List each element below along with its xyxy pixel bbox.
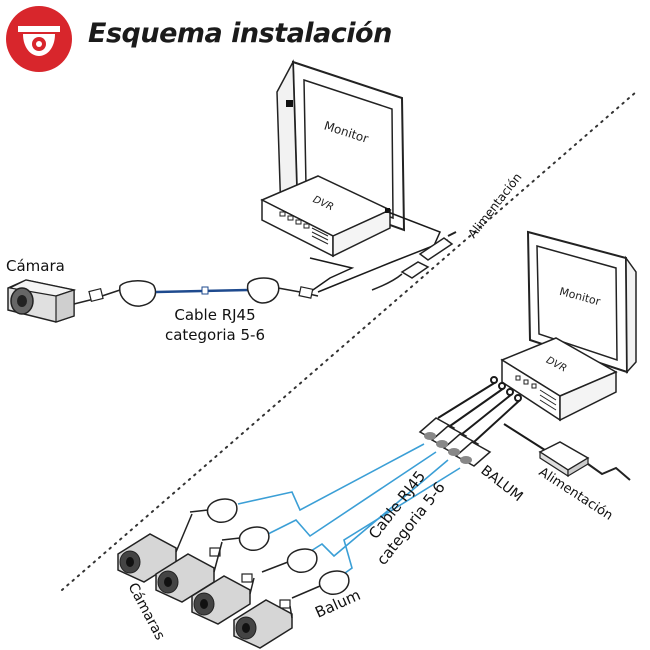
camera-4 [233,599,293,649]
dvr-top: DVR [260,175,392,258]
page-title: Esquema instalación [88,18,392,49]
balun-1 [189,498,238,523]
camera-single [7,279,77,323]
dvr-bottom: DVR [500,337,618,422]
camera-baluns [189,498,350,609]
camera-2 [155,541,223,603]
camera-3 [191,575,255,625]
top-power-label: Alimentación [465,170,524,240]
bottom-power-adapter [538,441,631,481]
balun-4 [279,570,350,609]
single-cable-run [73,277,319,307]
dvr-to-balun-cables [437,376,549,453]
balun-hub [418,417,492,467]
camera-single-label: Cámara [6,257,65,275]
divider-line [61,91,637,591]
balun-hub-label: BALUM [478,463,526,506]
balun-3 [241,548,318,583]
camera-row [117,513,293,649]
single-cable-label-line2: categoria 5-6 [165,326,265,344]
balun-2 [209,526,270,557]
dome-camera-icon [6,6,72,72]
top-power-plug [371,231,457,291]
monitor-bottom: Monitor [526,230,637,374]
single-cable-label-line1: Cable RJ45 [174,306,255,324]
